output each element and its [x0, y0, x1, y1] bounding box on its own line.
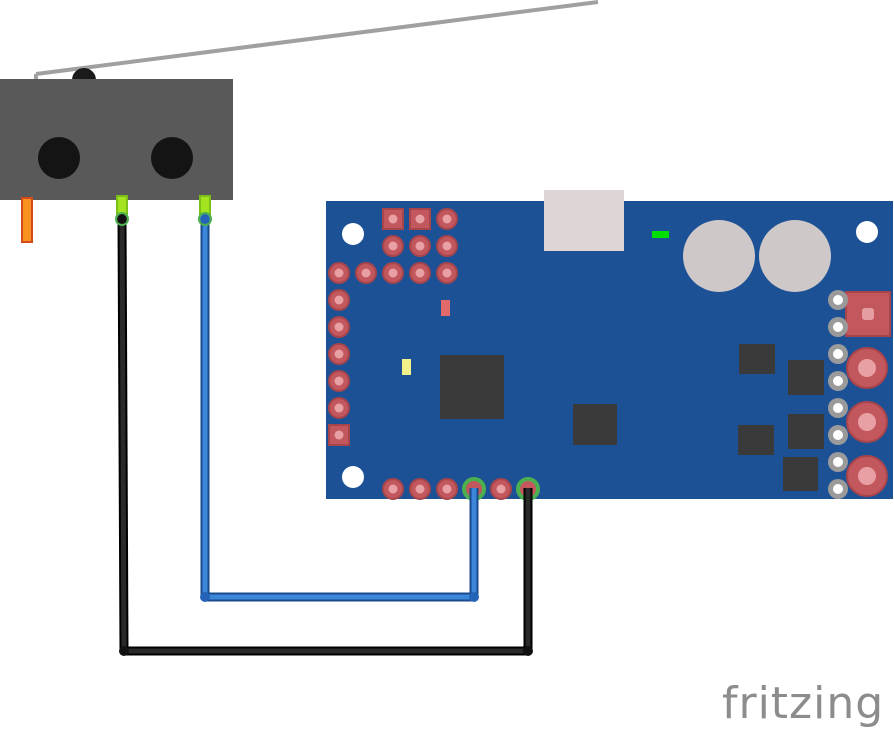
- mount-hole-bottom-left: [342, 466, 364, 488]
- left-pad-4-hole: [334, 376, 344, 386]
- header-pad-c1-hole: [361, 268, 371, 278]
- header-pad-c0-hole: [334, 268, 344, 278]
- wire-black-bend-1[interactable]: [119, 646, 129, 656]
- smd-chip-3: [738, 425, 774, 455]
- usb-connector: [544, 190, 624, 251]
- wire-blue-end-switch[interactable]: [200, 214, 210, 224]
- switch-pin-nc[interactable]: [21, 197, 33, 243]
- wire-black-core: [119, 218, 531, 654]
- terminal-square-pad-inner: [862, 308, 874, 320]
- right-pin-7-hole: [833, 457, 843, 467]
- fritzing-logo: fritzing: [722, 678, 885, 729]
- wire-black[interactable]: [117, 214, 533, 656]
- terminal-pad-2-hole: [858, 413, 876, 431]
- switch-pin-no[interactable]: [199, 195, 211, 215]
- smd-chip-5: [783, 457, 818, 491]
- terminal-pad-1-hole: [858, 359, 876, 377]
- status-led: [652, 231, 669, 238]
- switch-pin-com-connected: [115, 212, 129, 226]
- smd-chip-4: [788, 414, 824, 449]
- wire-blue-core: [202, 219, 477, 600]
- header-pad-b3-hole: [442, 241, 452, 251]
- terminal-pad-3-hole: [858, 467, 876, 485]
- capacitor-left: [683, 220, 755, 292]
- header-pad-c4-hole: [442, 268, 452, 278]
- smd-resistor-yellow: [402, 359, 411, 375]
- switch-body: [0, 79, 233, 200]
- switch-pin-no-connected: [198, 212, 212, 226]
- sensor-board[interactable]: [326, 190, 893, 501]
- header-pad-b1-hole: [388, 241, 398, 251]
- header-pad-a2-hole: [415, 214, 425, 224]
- right-pin-6-hole: [833, 430, 843, 440]
- bottom-pad-2-hole: [415, 484, 425, 494]
- header-pad-c2-hole: [388, 268, 398, 278]
- left-pad-6-hole: [334, 430, 344, 440]
- bottom-pad-3-hole: [442, 484, 452, 494]
- mount-hole-top-left: [342, 223, 364, 245]
- right-pin-8-hole: [833, 484, 843, 494]
- right-pin-3-hole: [833, 349, 843, 359]
- main-chip: [440, 355, 504, 419]
- header-pad-a1-hole: [388, 214, 398, 224]
- switch-mount-hole-right: [151, 137, 193, 179]
- header-pad-a3-hole: [442, 214, 452, 224]
- bottom-pad-5-hole: [496, 484, 506, 494]
- secondary-chip: [573, 404, 617, 445]
- bottom-pad-1-hole: [388, 484, 398, 494]
- right-pin-4-hole: [833, 376, 843, 386]
- left-pad-3-hole: [334, 349, 344, 359]
- smd-chip-1: [739, 344, 775, 374]
- limit-switch[interactable]: [0, 0, 599, 243]
- right-pin-2-hole: [833, 322, 843, 332]
- capacitor-right: [759, 220, 831, 292]
- left-pad-2-hole: [334, 322, 344, 332]
- wire-black-bend-2[interactable]: [523, 646, 533, 656]
- switch-pin-com[interactable]: [116, 195, 128, 215]
- wire-blue-bend-1[interactable]: [200, 592, 210, 602]
- left-pad-5-hole: [334, 403, 344, 413]
- mount-hole-top-right: [856, 221, 878, 243]
- right-pin-1-hole: [833, 295, 843, 305]
- wire-black-end-switch[interactable]: [117, 214, 127, 224]
- header-pad-c3-hole: [415, 268, 425, 278]
- right-pin-5-hole: [833, 403, 843, 413]
- wire-blue[interactable]: [200, 214, 479, 602]
- left-pad-1-hole: [334, 295, 344, 305]
- smd-chip-2: [788, 360, 824, 395]
- switch-mount-hole-left: [38, 137, 80, 179]
- smd-resistor-red: [441, 300, 450, 316]
- wire-blue-bend-2[interactable]: [469, 592, 479, 602]
- header-pad-b2-hole: [415, 241, 425, 251]
- switch-lever: [35, 0, 599, 76]
